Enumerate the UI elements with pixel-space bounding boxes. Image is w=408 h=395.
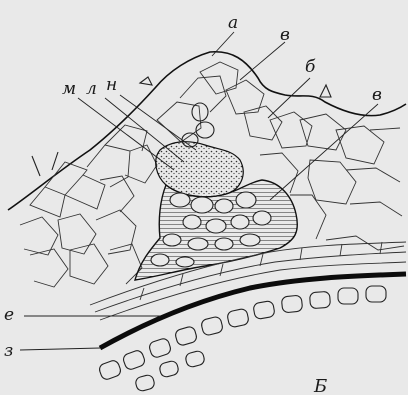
label-v-top: в [280,25,290,45]
label-a: а [228,13,238,33]
label-l: л [86,79,97,99]
label-e: е [4,305,14,325]
label-z: з [4,341,13,361]
label-B: Б [313,376,327,395]
label-n: н [106,75,117,95]
inner-epidermis-cells [98,286,386,392]
epidermal-hair [140,77,152,85]
label-b: б [305,57,316,77]
epidermal-hair [320,85,331,97]
label-m: м [62,79,76,99]
sieve-cells [182,103,214,147]
epidermal-hair-left [32,152,58,176]
label-v-right: в [372,85,382,105]
